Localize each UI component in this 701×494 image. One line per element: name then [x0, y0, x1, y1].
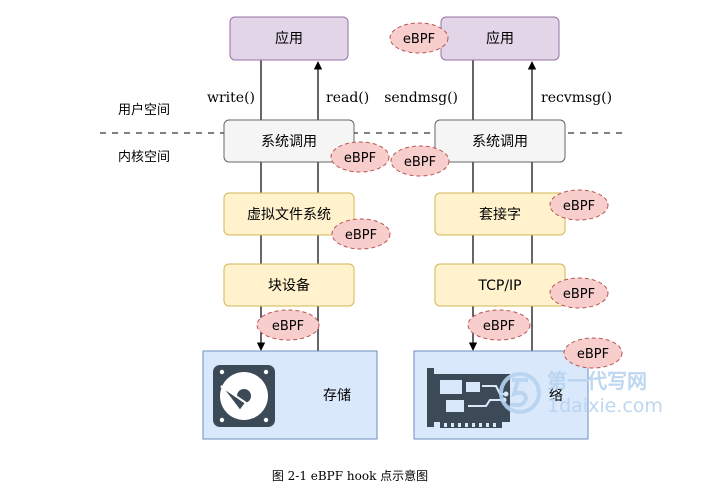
left-device-label: 存储: [323, 388, 351, 404]
ebpf-hook-left-block: eBPF: [256, 309, 320, 341]
left-vfs-box: [223, 192, 355, 236]
svg-text:eBPF: eBPF: [272, 319, 304, 334]
figure-caption: 图 2-1 eBPF hook 点示意图: [272, 468, 428, 483]
left-app-box: [229, 16, 349, 61]
ebpf-hook-right-syscall: eBPF: [390, 145, 450, 177]
left-call-up-label: read(): [326, 90, 369, 106]
watermark: 第一代写网 1daixie.com: [499, 369, 663, 417]
ebpf-hook-right-socket: eBPF: [549, 189, 609, 221]
ebpf-hook-left-syscall: eBPF: [330, 141, 390, 173]
svg-text:eBPF: eBPF: [345, 228, 377, 243]
right-app-label: 应用: [486, 30, 514, 47]
left-block-label: 块设备: [268, 277, 310, 294]
left-syscall-box: [223, 119, 355, 163]
left-vfs-label: 虚拟文件系统: [247, 207, 331, 223]
svg-text:eBPF: eBPF: [483, 319, 515, 334]
right-socket-label: 套接字: [479, 206, 521, 223]
watermark-logo-icon: [499, 372, 541, 414]
hard-disk-icon: [213, 365, 275, 427]
left-app-label: 应用: [275, 30, 303, 47]
watermark-line2: 1daixie.com: [547, 395, 663, 417]
ebpf-hook-right-device: eBPF: [563, 337, 623, 369]
svg-text:eBPF: eBPF: [563, 287, 595, 302]
svg-text:eBPF: eBPF: [344, 151, 376, 166]
right-call-down-label: sendmsg(): [384, 90, 458, 106]
left-block-box: [223, 263, 355, 307]
ebpf-hook-right-app: eBPF: [389, 22, 449, 54]
network-card-icon: [427, 368, 510, 428]
right-call-up-label: recvmsg(): [541, 90, 612, 106]
ebpf-hook-left-vfs: eBPF: [331, 218, 391, 250]
svg-text:eBPF: eBPF: [404, 155, 436, 170]
svg-text:eBPF: eBPF: [403, 32, 435, 47]
right-syscall-box: [434, 119, 566, 163]
ebpf-hook-right-tcpip: eBPF: [549, 277, 609, 309]
left-call-down-label: write(): [207, 90, 255, 106]
svg-text:eBPF: eBPF: [577, 347, 609, 362]
left-syscall-label: 系统调用: [261, 134, 317, 150]
svg-text:eBPF: eBPF: [563, 199, 595, 214]
user-space-label: 用户空间: [118, 102, 170, 118]
right-device-label: 络: [549, 388, 563, 404]
kernel-space-label: 内核空间: [118, 149, 170, 165]
right-tcpip-label: TCP/IP: [477, 278, 521, 294]
ebpf-hook-right-driver: eBPF: [467, 309, 531, 341]
right-syscall-label: 系统调用: [472, 134, 528, 150]
watermark-line1: 第一代写网: [547, 369, 647, 393]
